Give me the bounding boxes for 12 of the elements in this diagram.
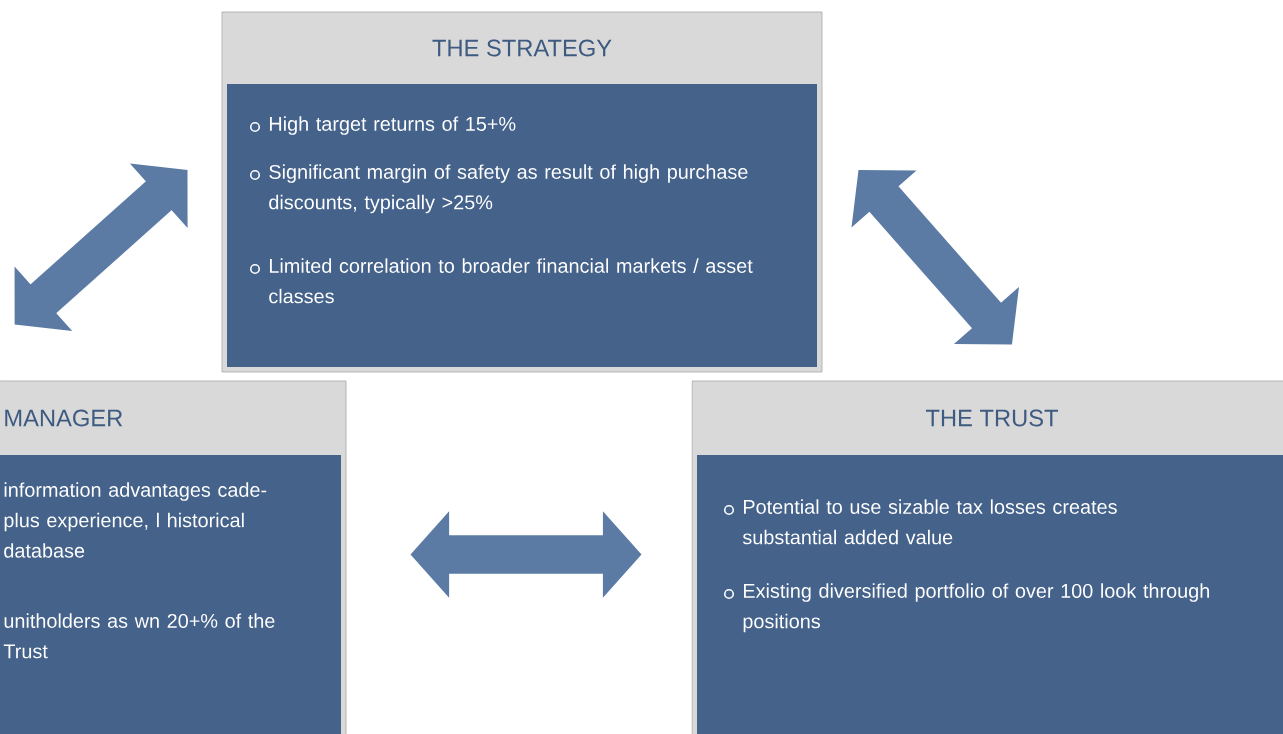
- bullet-text: Potential to use sizable tax losses creates substantial added value: [742, 499, 1117, 545]
- bullet-text: Significant margin of safety as result of high purchase discounts, typically >25%: [269, 164, 748, 214]
- title: THE TRUST: [926, 409, 1058, 427]
- double-arrow: [14, 163, 188, 332]
- title: THE STRATEGY: [432, 39, 612, 57]
- double-arrow: [851, 170, 1019, 345]
- bullet-text: Existing diversified portfolio of over 100 look through positions: [743, 583, 1209, 633]
- bullet-text: unitholders as wn 20+% of the Trust: [3, 613, 275, 659]
- title: MANAGER: [5, 409, 123, 427]
- bullet-text: Limited correlation to broader financial markets / asset classes: [269, 258, 753, 304]
- bullet-text: information advantages cade-plus experience, l historical database: [4, 482, 267, 558]
- bullet-text: High target returns of 15+%: [270, 116, 516, 135]
